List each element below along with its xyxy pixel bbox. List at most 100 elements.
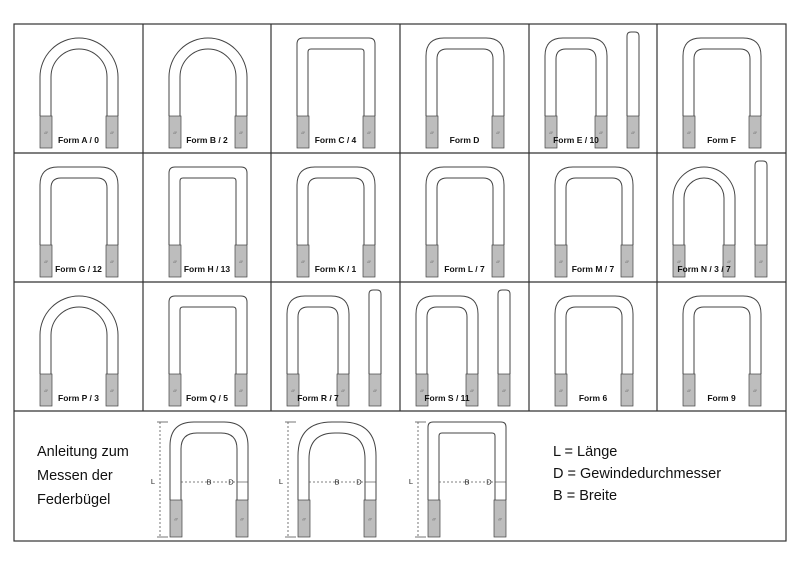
thread-section [682,373,696,407]
bolt-inner-outline [438,432,496,500]
bolt-inner-outline [307,48,365,116]
legend-length: L = Länge [553,444,617,460]
shape-cell: //////Form D [425,37,505,149]
bolt-outline [39,37,119,116]
bolt-outline [415,295,479,374]
legend-breite: B = Breite [553,488,617,504]
thread-section [296,115,310,149]
bolt-inner-outline [436,177,494,245]
measurement-panel: Anleitung zum Messen der Federbügel ////… [37,421,721,538]
thread-marking: /// [291,388,295,393]
thread-marking: /// [302,517,306,522]
thread-marking: /// [430,259,434,264]
thread-section [168,373,182,407]
thread-section [672,244,686,278]
shape-cell: //////Form G / 12 [39,166,119,278]
thread-marking: /// [559,259,563,264]
shape-label: Form L / 7 [444,264,485,274]
bolt-inner-outline [436,48,494,116]
thread-section [491,115,505,149]
thread-section [754,244,768,278]
shape-cell: //////Form B / 2 [168,37,248,149]
shape-cell: /////////Form N / 3 / 7 [672,160,768,278]
thread-marking: /// [173,259,177,264]
bolt-outline [682,37,762,116]
shape-label: Form C / 4 [315,135,357,145]
thread-section [363,499,377,538]
shape-label: Form Q / 5 [186,393,228,403]
bolt-outline [169,421,249,500]
length-letter: L [409,477,413,486]
thread-marking: /// [341,388,345,393]
bolt-outline [427,421,507,500]
shape-cell: /////////Form E / 10 [544,31,640,149]
bolt-inner-outline [180,432,238,500]
thread-marking: /// [599,130,603,135]
bolt-outline [554,295,634,374]
thread-marking: /// [367,130,371,135]
shape-label: Form 6 [579,393,608,403]
bolt-inner-outline [179,48,237,116]
bolt-outline [544,37,608,116]
strap-outline [754,160,768,245]
shape-cell: //////Form P / 3 [39,295,119,407]
thread-marking: /// [239,388,243,393]
shape-cell: /// /// Form C / 4 [296,37,376,149]
thread-marking: /// [301,130,305,135]
thread-section [105,244,119,278]
bolt-outline [296,37,376,116]
thread-marking: /// [549,130,553,135]
thread-marking: /// [110,130,114,135]
bolt-inner-outline [426,306,468,374]
bolt-outline [554,166,634,245]
thread-section [554,373,568,407]
thread-section [620,373,634,407]
bolt-outline [672,166,736,245]
shape-label: Form S / 11 [424,393,470,403]
thread-marking: /// [759,259,763,264]
thread-section [722,244,736,278]
bolt-outline [168,295,248,374]
shape-label: Form N / 3 / 7 [677,264,731,274]
shape-label: Form M / 7 [572,264,615,274]
thread-section [362,115,376,149]
strap-outline [368,289,382,374]
thread-section [105,373,119,407]
bolt-inner-outline [307,177,365,245]
thread-section [544,115,558,149]
length-letter: L [151,477,155,486]
strap-outline [497,289,511,374]
thread-section [415,373,429,407]
bolt-inner-outline [683,177,725,245]
shape-label: Form H / 13 [184,264,231,274]
thread-section [554,244,568,278]
thread-marking: /// [432,517,436,522]
bolt-outline [168,166,248,245]
shape-label: Form 9 [707,393,736,403]
thread-marking: /// [173,388,177,393]
shape-cell: //////Form K / 1 [296,166,376,278]
breite-letter: B [334,478,339,487]
thread-marking: /// [110,388,114,393]
thread-section [234,373,248,407]
bolt-outline [39,295,119,374]
shape-cell: //////Form M / 7 [554,166,634,278]
thread-section [235,499,249,538]
thread-marking: /// [239,130,243,135]
thread-marking: /// [687,388,691,393]
thread-marking: /// [496,130,500,135]
thread-marking: /// [174,517,178,522]
shape-cell: //////Form 6 [554,295,634,407]
breite-letter: B [464,478,469,487]
diameter-letter: D [228,478,234,487]
thread-section [286,373,300,407]
bolt-inner-outline [693,306,751,374]
thread-marking: /// [470,388,474,393]
shape-cell: //////Form A / 0 [39,37,119,149]
thread-section [39,373,53,407]
thread-section [497,373,511,407]
thread-section [594,115,608,149]
